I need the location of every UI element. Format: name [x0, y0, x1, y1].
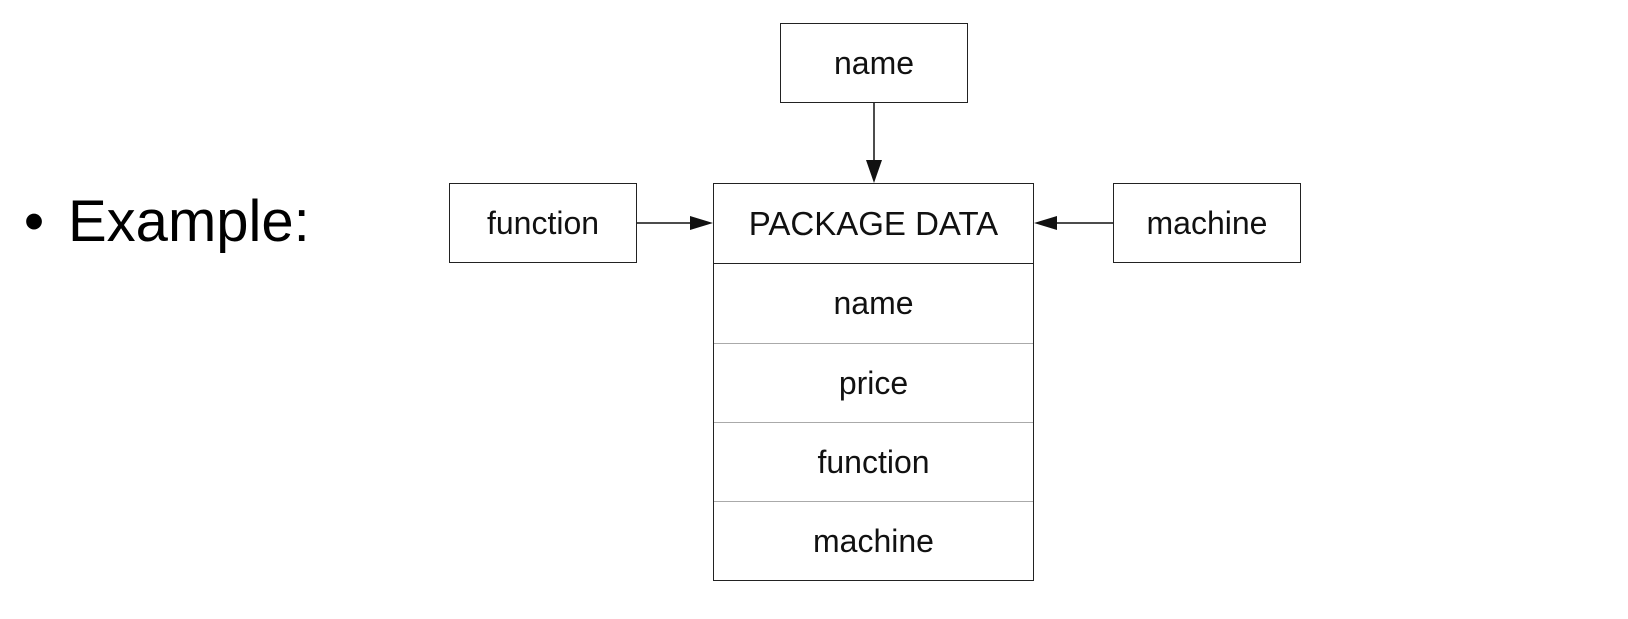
record-field-name: name [833, 285, 914, 321]
record-field-function: function [714, 422, 1033, 501]
arrowhead-left-icon [1034, 216, 1057, 230]
record-header: PACKAGE DATA [714, 184, 1033, 264]
bullet-icon: • [23, 188, 45, 254]
bullet-label: Example: [68, 188, 310, 254]
record-field-machine: machine [714, 501, 1033, 580]
record-field-price: price [714, 343, 1033, 422]
bullet-item: • Example: [0, 186, 310, 256]
name-box: name [780, 23, 968, 103]
function-box: function [449, 183, 637, 263]
arrowhead-down-icon [866, 160, 882, 183]
machine-box: machine [1113, 183, 1301, 263]
arrowhead-right-icon [690, 216, 713, 230]
package-data-record: PACKAGE DATA name price function machine [713, 183, 1034, 581]
